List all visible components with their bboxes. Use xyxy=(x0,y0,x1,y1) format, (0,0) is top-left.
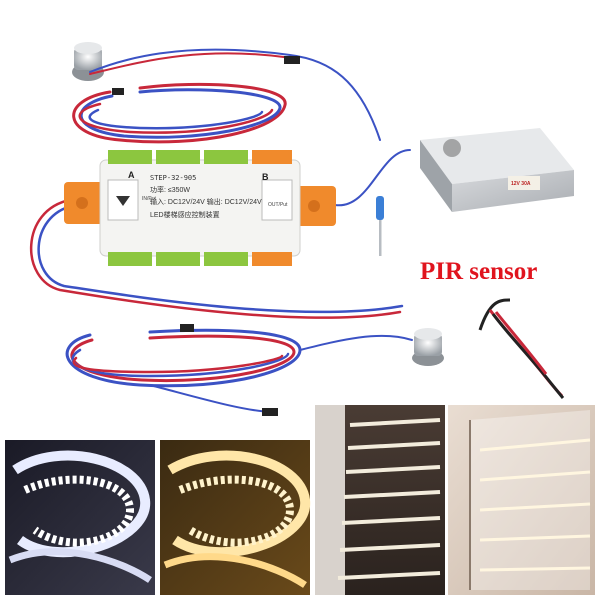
bottom-spotlight xyxy=(412,328,444,366)
controller-power: 功率: ≤350W xyxy=(150,185,190,194)
photo-cool-white-strip xyxy=(5,440,155,595)
photo-stair-lights xyxy=(315,405,445,595)
controller-model: STEP-32-905 xyxy=(150,174,196,182)
screwdriver xyxy=(376,196,384,256)
pir-sensor-label: PIR sensor xyxy=(420,258,538,285)
wire-bundles xyxy=(29,48,413,416)
photo-glass-stair xyxy=(448,405,595,595)
top-terminals xyxy=(108,150,292,164)
svg-text:12V 30A: 12V 30A xyxy=(511,181,531,187)
bottom-terminals xyxy=(108,252,292,266)
controller-port-out: OUT/Put xyxy=(268,202,288,208)
photo-warm-white-strip xyxy=(160,440,311,595)
controller-title: LED楼梯感应控制装置 xyxy=(150,210,220,219)
pir-sensor-wire xyxy=(478,298,565,399)
led-stair-controller: A B STEP-32-905 功率: ≤350W 输入: DC12V/24V … xyxy=(64,150,336,266)
power-supply: 12V 30A xyxy=(420,128,574,212)
controller-port-in: IN/Put xyxy=(142,196,157,202)
controller-io: 输入: DC12V/24V 输出: DC12V/24V xyxy=(150,197,262,206)
controller-side-b: B xyxy=(262,172,269,182)
top-spotlight xyxy=(72,42,104,81)
controller-side-a: A xyxy=(128,170,135,180)
